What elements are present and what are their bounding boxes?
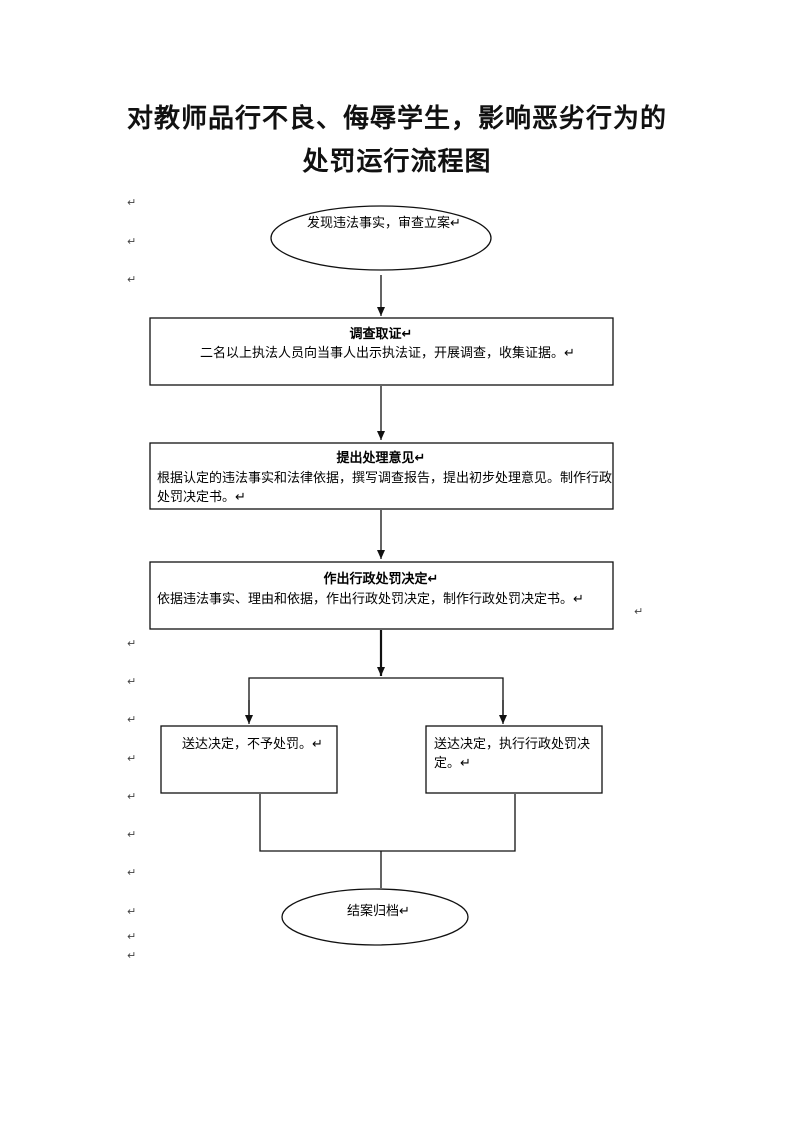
page-title-line2: 处罚运行流程图 [302, 147, 492, 177]
end-node-text: 结案归档↵ [347, 904, 410, 919]
execute-line: 定。↵ [434, 756, 471, 771]
no-penalty-line: 送达决定，不予处罚。↵ [182, 737, 323, 752]
paragraph-mark: ↵ [127, 905, 136, 918]
no-penalty-node: 送达决定，不予处罚。↵ [160, 725, 338, 794]
paragraph-mark: ↵ [127, 790, 136, 803]
end-node: 结案归档↵ [281, 888, 469, 946]
investigate-node: 调查取证↵ 二名以上执法人员向当事人出示执法证，开展调查，收集证据。↵ [149, 317, 614, 386]
paragraph-mark: ↵ [127, 949, 136, 962]
start-node-text: 发现违法事实，审查立案↵ [307, 215, 461, 231]
execute-node: 送达决定，执行行政处罚决 定。↵ [425, 725, 603, 794]
investigate-heading: 调查取证↵ [350, 326, 413, 342]
page-title-line1: 对教师品行不良、侮辱学生，影响恶劣行为的 [126, 104, 667, 134]
propose-line: 根据认定的违法事实和法律依据，撰写调查报告，提出初步处理意见。制作行政 [157, 470, 612, 486]
paragraph-mark: ↵ [127, 235, 136, 248]
merge-connector [259, 794, 516, 852]
paragraph-mark: ↵ [127, 713, 136, 726]
paragraph-mark: ↵ [127, 866, 136, 879]
decide-line: 依据违法事实、理由和依据，作出行政处罚决定，制作行政处罚决定书。↵ [157, 592, 584, 607]
paragraph-mark: ↵ [127, 273, 136, 286]
decide-node: 作出行政处罚决定↵ 依据违法事实、理由和依据，作出行政处罚决定，制作行政处罚决定… [149, 561, 614, 630]
propose-heading: 提出处理意见↵ [337, 450, 426, 466]
paragraph-mark: ↵ [127, 828, 136, 841]
paragraph-mark: ↵ [127, 637, 136, 650]
start-node: 发现违法事实，审查立案↵ [270, 205, 492, 271]
paragraph-mark: ↵ [127, 196, 136, 209]
paragraph-mark: ↵ [127, 675, 136, 688]
execute-line: 送达决定，执行行政处罚决 [434, 737, 590, 752]
paragraph-mark: ↵ [634, 605, 643, 618]
propose-node: 提出处理意见↵ 根据认定的违法事实和法律依据，撰写调查报告，提出初步处理意见。制… [149, 442, 614, 510]
investigate-line: 二名以上执法人员向当事人出示执法证，开展调查，收集证据。↵ [200, 345, 575, 361]
split-connector [248, 677, 504, 722]
paragraph-mark: ↵ [127, 752, 136, 765]
propose-line: 处罚决定书。↵ [157, 490, 246, 505]
paragraph-marks: ↵ ↵ ↵ ↵ ↵ ↵ ↵ ↵ ↵ ↵ ↵ ↵ ↵ ↵ [127, 196, 643, 962]
paragraph-mark: ↵ [127, 930, 136, 943]
decide-heading: 作出行政处罚决定↵ [324, 571, 439, 587]
